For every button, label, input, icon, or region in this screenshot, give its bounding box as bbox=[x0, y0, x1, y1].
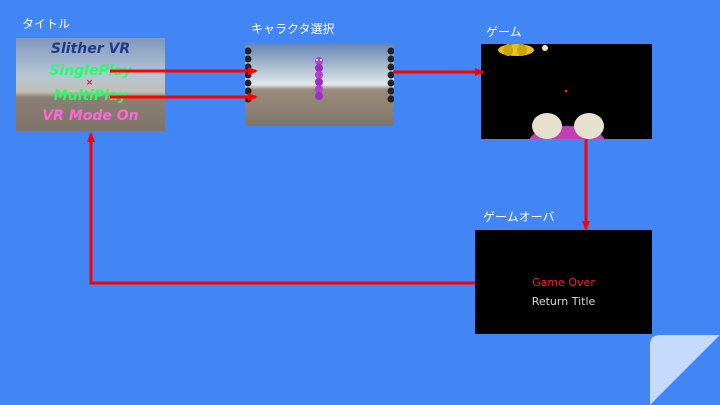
single-play-option: SinglePlay bbox=[49, 63, 132, 79]
title-screen-thumbnail: Slither VR SinglePlay × MultiPlay VR Mod… bbox=[16, 38, 165, 131]
game-over-text: Game Over bbox=[532, 276, 595, 289]
game-scene bbox=[498, 44, 605, 139]
food-dot-icon bbox=[564, 89, 568, 93]
character-select-thumbnail bbox=[245, 43, 394, 126]
game-over-screen-thumbnail: Game Over Return Title bbox=[475, 230, 652, 334]
purple-snake-icon bbox=[315, 57, 323, 100]
arrow-game-over-to-title bbox=[87, 132, 475, 285]
multi-play-option: MultiPlay bbox=[53, 88, 128, 104]
label-character-select: キャラクタ選択 bbox=[251, 22, 335, 36]
cursor-icon: × bbox=[85, 78, 94, 88]
right-snake-icon bbox=[387, 47, 394, 103]
yellow-snake-icon bbox=[498, 44, 548, 56]
title-heading: Slither VR bbox=[50, 41, 131, 57]
game-screen-thumbnail bbox=[481, 44, 652, 139]
player-snake-head-icon bbox=[529, 113, 605, 139]
label-game-over: ゲームオーバ bbox=[483, 210, 555, 224]
page-curl-decoration bbox=[650, 335, 720, 405]
label-title: タイトル bbox=[22, 17, 71, 31]
label-game: ゲーム bbox=[486, 25, 522, 39]
vr-mode-option: VR Mode On bbox=[42, 108, 139, 124]
return-title-text: Return Title bbox=[531, 295, 596, 308]
